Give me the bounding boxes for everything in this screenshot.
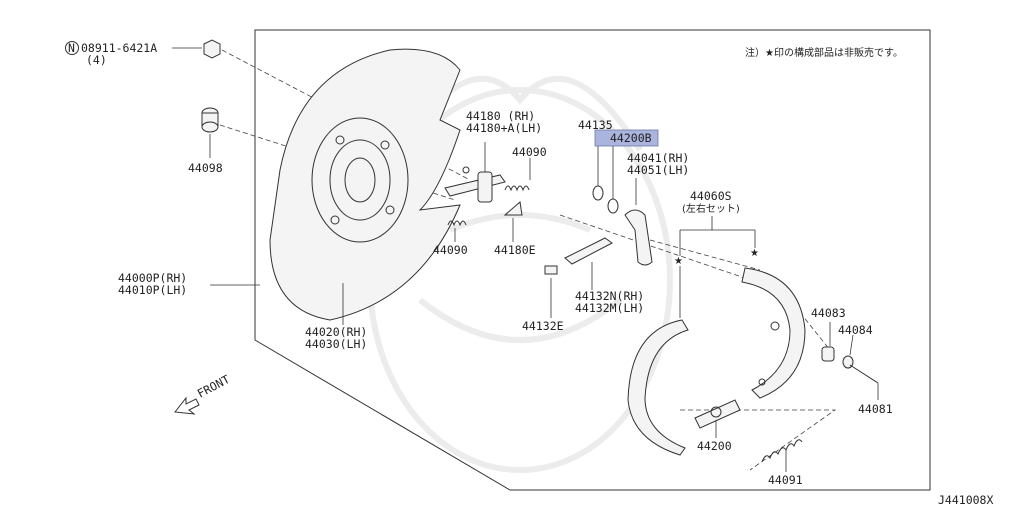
label-44098: 44098 bbox=[188, 161, 223, 175]
spring-icon bbox=[761, 439, 803, 463]
pad-icon bbox=[544, 265, 558, 275]
label-44060S: 44060S bbox=[690, 189, 732, 203]
label-44180E: 44180E bbox=[494, 243, 536, 257]
spring-44091[interactable]: 44091 bbox=[761, 439, 803, 487]
spring-icon bbox=[504, 185, 530, 192]
adjuster-44200[interactable]: 44200 bbox=[694, 399, 741, 453]
label-44132N: 44132N(RH) bbox=[575, 289, 644, 303]
label-44041: 44041(RH) bbox=[627, 151, 689, 165]
label-44030: 44030(LH) bbox=[305, 337, 367, 351]
label-44090-top: 44090 bbox=[512, 145, 547, 159]
figure-code: J441008X bbox=[938, 493, 993, 507]
star-marker-left: ★ bbox=[674, 256, 683, 267]
nut-icon bbox=[203, 39, 221, 59]
brake-shoe-left bbox=[627, 319, 689, 456]
front-direction-indicator: FRONT bbox=[174, 372, 232, 415]
washer-icon bbox=[607, 198, 619, 214]
label-44135: 44135 bbox=[578, 118, 613, 132]
adjuster-icon bbox=[694, 399, 741, 429]
pad-44132E[interactable]: 44132E bbox=[522, 265, 564, 333]
star-marker-right: ★ bbox=[750, 248, 759, 259]
stud-part-44098[interactable]: 44098 bbox=[188, 107, 223, 175]
label-nut-qty: (4) bbox=[86, 53, 107, 67]
label-44132E: 44132E bbox=[522, 319, 564, 333]
highlight-44200B bbox=[594, 129, 659, 147]
pin-44081[interactable]: 44081 bbox=[849, 364, 893, 416]
label-44081: 44081 bbox=[858, 402, 893, 416]
front-arrow-icon bbox=[174, 396, 200, 415]
label-44090-low: 44090 bbox=[433, 243, 468, 257]
nut-circle-symbol bbox=[65, 41, 79, 55]
label-44060S-sub: (左右セット) bbox=[682, 202, 740, 215]
label-44010P: 44010P(LH) bbox=[118, 283, 187, 297]
cup-icon bbox=[821, 346, 835, 362]
front-label: FRONT bbox=[195, 372, 232, 401]
clip-44180E[interactable]: 44180E bbox=[494, 201, 536, 257]
spring-icon bbox=[447, 220, 467, 227]
note-text: 注）★印の構成部品は非販売です。 bbox=[745, 46, 903, 59]
label-44091: 44091 bbox=[768, 473, 803, 487]
retainer-44084[interactable]: 44084 bbox=[838, 323, 873, 369]
spring-cup-44083[interactable]: 44083 bbox=[811, 306, 846, 362]
shoe-set-44060S[interactable]: 44060S (左右セット) ★ ★ bbox=[627, 189, 806, 456]
backing-plate-44000P[interactable]: 44000P(RH) 44010P(LH) bbox=[118, 48, 461, 321]
label-44200: 44200 bbox=[697, 439, 732, 453]
label-44180A: 44180+A(LH) bbox=[466, 121, 542, 135]
brake-shoe-right bbox=[741, 267, 806, 399]
washer-icon bbox=[592, 185, 604, 201]
adjuster-lever-44180[interactable]: 44180 (RH) 44180+A(LH) bbox=[444, 109, 542, 203]
lever-44041[interactable]: 44041(RH) 44051(LH) bbox=[624, 151, 689, 266]
diagram-frame bbox=[254, 29, 931, 491]
pin-44200B[interactable]: 44200B bbox=[594, 129, 659, 214]
nut-part-group[interactable]: N 08911-6421A (4) bbox=[65, 39, 221, 67]
strut-44132N[interactable]: 44132N(RH) 44132M(LH) bbox=[564, 237, 644, 315]
label-44020: 44020(RH) bbox=[305, 325, 367, 339]
label-44051: 44051(LH) bbox=[627, 163, 689, 177]
label-44084: 44084 bbox=[838, 323, 873, 337]
label-44200B: 44200B bbox=[610, 131, 652, 145]
dust-shield-44020[interactable]: 44020(RH) 44030(LH) bbox=[305, 283, 367, 351]
label-44132M: 44132M(LH) bbox=[575, 301, 644, 315]
spring-44090-top[interactable]: 44090 bbox=[504, 145, 547, 192]
spring-44090-low[interactable]: 44090 bbox=[433, 220, 468, 257]
label-44000P: 44000P(RH) bbox=[118, 271, 187, 285]
strut-icon bbox=[564, 237, 613, 265]
clip-icon bbox=[503, 201, 523, 216]
label-44083: 44083 bbox=[811, 306, 846, 320]
nut-symbol-letter: N bbox=[68, 41, 75, 55]
pin-icon bbox=[849, 364, 879, 384]
label-nut-part: 08911-6421A bbox=[81, 41, 157, 55]
label-44180: 44180 (RH) bbox=[466, 109, 535, 123]
